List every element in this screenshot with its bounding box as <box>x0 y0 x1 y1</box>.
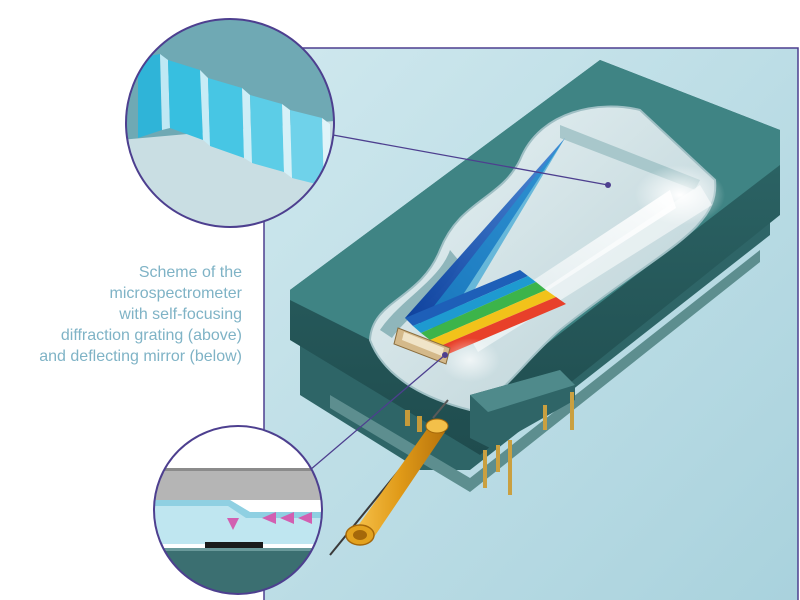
caption-line-5: and deflecting mirror (below) <box>39 348 242 365</box>
connector-pins <box>405 370 575 495</box>
optical-fiber <box>329 399 449 556</box>
spectrum-yellow <box>430 290 556 347</box>
spectrum-green <box>421 282 546 340</box>
grating-leader-dot <box>605 182 611 188</box>
light-arrow-down <box>227 518 239 530</box>
diagram-caption: Scheme of the microspectrometer with sel… <box>10 262 242 367</box>
mirror-leader-line <box>309 354 446 471</box>
light-arrow <box>298 512 312 524</box>
mirror-detail-magnifier <box>153 425 323 595</box>
spectrum-cyan <box>413 276 536 333</box>
detector-chip <box>393 327 451 365</box>
grating-leader-line <box>332 134 609 186</box>
caption-line-1: Scheme of the <box>138 264 242 281</box>
panel-frame <box>263 47 799 600</box>
light-arrow <box>262 512 276 524</box>
blue-diffracted-fan <box>405 138 565 330</box>
light-glow <box>635 165 725 225</box>
light-path <box>405 138 725 382</box>
caption-line-4: diffraction grating (above) <box>60 327 242 344</box>
spectrum-blue <box>405 270 528 326</box>
grating-detail-magnifier <box>125 18 335 228</box>
caption-line-3: with self-focusing <box>119 306 242 323</box>
mirror-leader-dot <box>442 352 448 358</box>
cyan-diffracted-band <box>420 138 565 334</box>
caption-line-2: microspectrometer <box>109 285 242 302</box>
grating-steps <box>138 54 330 190</box>
light-arrow <box>280 512 294 524</box>
